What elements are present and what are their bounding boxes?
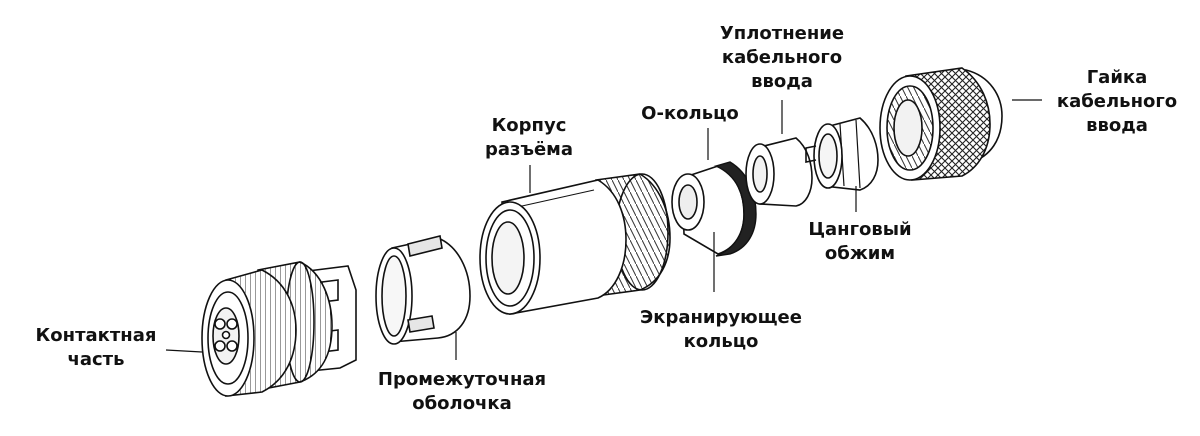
contact-insert-part <box>201 261 357 397</box>
leader-contact <box>165 349 203 353</box>
label-o-ring: О-кольцо <box>641 103 739 124</box>
leader-lines <box>165 99 1042 360</box>
collet-clamp-part <box>805 117 879 191</box>
gland-nut-part <box>879 67 1003 181</box>
cable-seal-part <box>745 137 813 207</box>
intermediate-sleeve-part <box>375 235 471 345</box>
connector-body-part <box>479 173 671 315</box>
